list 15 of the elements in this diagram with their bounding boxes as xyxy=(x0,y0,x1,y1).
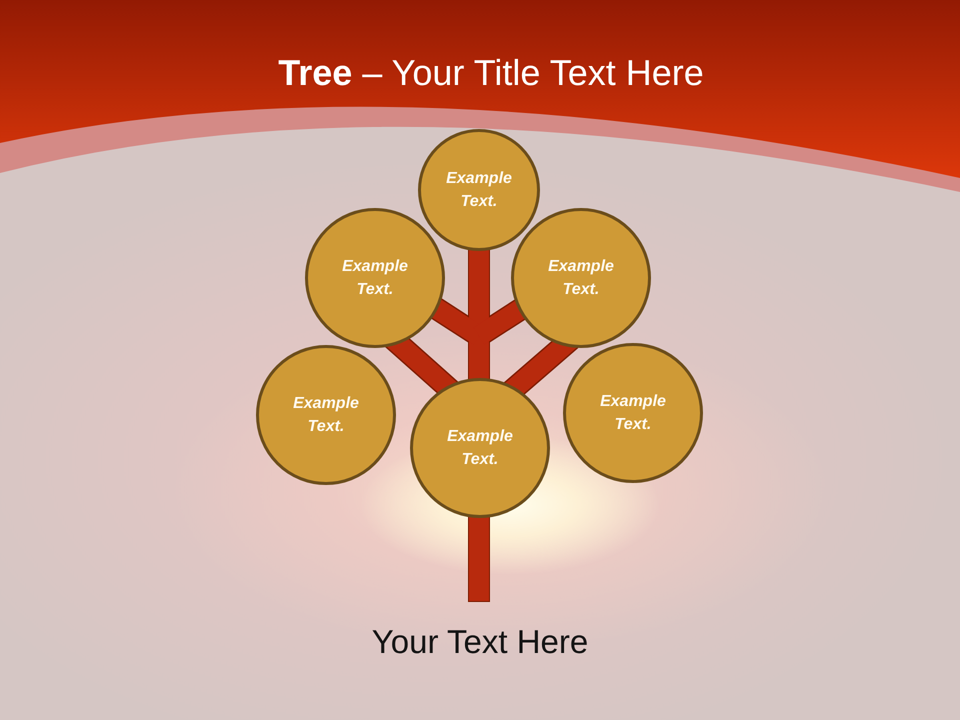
node-text: Example Text. xyxy=(445,169,513,212)
node-text: Example Text. xyxy=(292,394,360,437)
node-text: Example Text. xyxy=(446,427,514,470)
circle-node xyxy=(511,208,651,348)
slide-title: Tree – Your Title Text Here xyxy=(278,51,704,95)
footer-text: Your Text Here xyxy=(372,622,588,662)
circle-node xyxy=(563,343,703,483)
circle-node xyxy=(256,345,396,485)
circle-node xyxy=(305,208,445,348)
circle-node xyxy=(418,129,540,251)
node-text: Example Text. xyxy=(599,392,667,435)
tree-trunk xyxy=(469,516,489,601)
circle-node xyxy=(410,378,550,518)
node-text: Example Text. xyxy=(341,257,409,300)
node-text: Example Text. xyxy=(547,257,615,300)
